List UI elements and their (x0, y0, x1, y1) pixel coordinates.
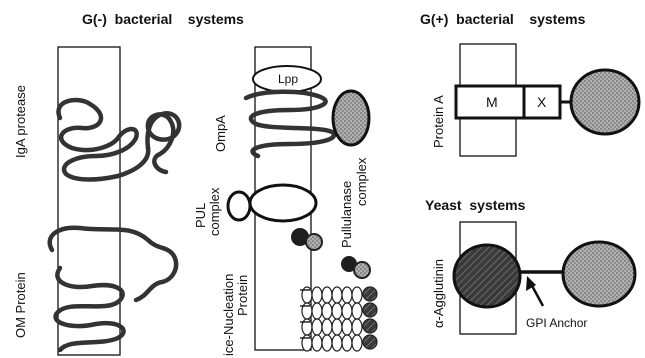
label-ompa: OmpA (213, 115, 228, 152)
label-pul-complex: complex (207, 187, 222, 236)
label-lpp: Lpp (278, 72, 298, 86)
label-pullulanase: Pullulanase (339, 181, 354, 248)
label-gpi-anchor: GPI Anchor (526, 316, 587, 330)
pul-secretin-oval (250, 185, 316, 221)
label-domain-m: M (486, 94, 498, 110)
gpi-anchor-arrow (526, 276, 543, 306)
ompa-passenger-domain (333, 91, 369, 145)
header-gram-negative: G(-) bacterial systems (82, 11, 244, 27)
label-om-protein: OM Protein (13, 272, 28, 338)
header-gram-positive: G(+) bacterial systems (420, 11, 586, 27)
label-alpha-agglutinin: α-Agglutinin (431, 259, 446, 328)
header-yeast: Yeast systems (425, 197, 526, 213)
label-protein-a: Protein A (431, 95, 446, 148)
ompa-coil (246, 92, 334, 156)
pullulanase-dimer-1 (291, 228, 322, 250)
label-domain-x: X (537, 94, 547, 110)
agglutinin-anchor-domain (454, 245, 520, 307)
om-protein-coil (50, 228, 176, 350)
agglutinin-fusion-domain (563, 242, 635, 306)
label-ice-nucleation: ice-Nucleation (221, 274, 236, 356)
pul-small-oval (228, 192, 250, 220)
label-pullulanase-complex: complex (354, 157, 369, 206)
label-pul: PUL (193, 203, 208, 228)
protein-a-fusion-domain (571, 70, 639, 134)
label-iga-protease: IgA protease (13, 85, 28, 158)
label-ice-nucleation-protein: Protein (235, 275, 250, 316)
iga-protease-coil (58, 100, 179, 179)
pullulanase-dimer-2 (341, 256, 370, 278)
